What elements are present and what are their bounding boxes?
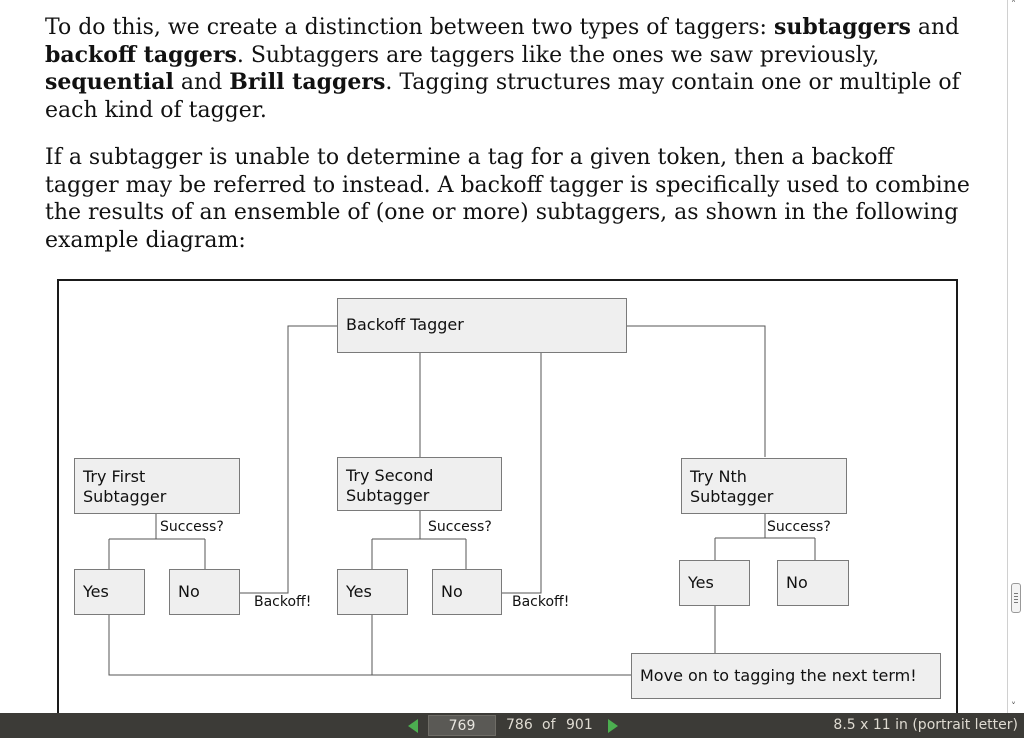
text: and [173,70,230,95]
backoff-label-second: Backoff! [512,594,570,610]
try-second-subtagger-box: Try Second Subtagger [337,457,502,511]
no-box-second: No [432,569,502,615]
success-label-second: Success? [428,519,492,535]
paragraph-taggers-intro: To do this, we create a distinction betw… [45,14,970,124]
connector-backoff-nth [626,325,766,457]
success-label-first: Success? [160,519,224,535]
total-pages: 901 [566,717,593,733]
try-nth-subtagger-box: Try Nth Subtagger [681,458,847,514]
yes-box-first: Yes [74,569,145,615]
connector-yes-moveon [108,615,631,676]
scroll-up-icon[interactable]: ˄ [1011,0,1016,11]
backoff-tagger-diagram: Backoff Tagger Try First Subtagger Try S… [57,279,958,713]
page-size-label: 8.5 x 11 in (portrait letter) [833,717,1018,733]
connector-backoff-second-no [501,353,542,594]
no-box-nth: No [777,560,849,606]
status-bar: 786 of 901 8.5 x 11 in (portrait letter) [0,713,1024,738]
term-brill-taggers: Brill taggers [229,69,386,95]
document-page: To do this, we create a distinction betw… [45,14,970,713]
term-sequential: sequential [45,69,174,95]
move-on-box: Move on to tagging the next term! [631,653,941,699]
current-page-number: 786 [506,717,533,733]
term-backoff-taggers: backoff taggers [45,41,237,68]
paragraph-backoff-explanation: If a subtagger is unable to determine a … [45,145,970,253]
text: To do this, we create a distinction betw… [45,15,774,40]
text: . Tagging structures may contain one or … [45,70,960,123]
success-label-nth: Success? [767,519,831,535]
diagram-connectors [108,325,816,676]
backoff-label-first: Backoff! [254,594,312,610]
scroll-thumb[interactable] [1011,583,1021,613]
term-subtaggers: subtaggers [773,14,911,40]
previous-page-icon[interactable] [408,719,418,733]
vertical-scrollbar[interactable]: ˄ ˅ [1007,0,1024,713]
connector-backoff-first [239,325,337,594]
text: . Subtaggers are taggers like the ones w… [236,42,880,68]
page-number-input[interactable] [428,715,496,736]
next-page-icon[interactable] [608,719,618,733]
scroll-down-icon[interactable]: ˅ [1011,702,1016,713]
try-first-subtagger-box: Try First Subtagger [74,458,240,514]
of-label: of [542,717,556,733]
text: and [910,15,960,40]
yes-box-second: Yes [337,569,408,615]
no-box-first: No [169,569,240,615]
backoff-tagger-box: Backoff Tagger [337,298,627,353]
yes-box-nth: Yes [679,560,750,606]
